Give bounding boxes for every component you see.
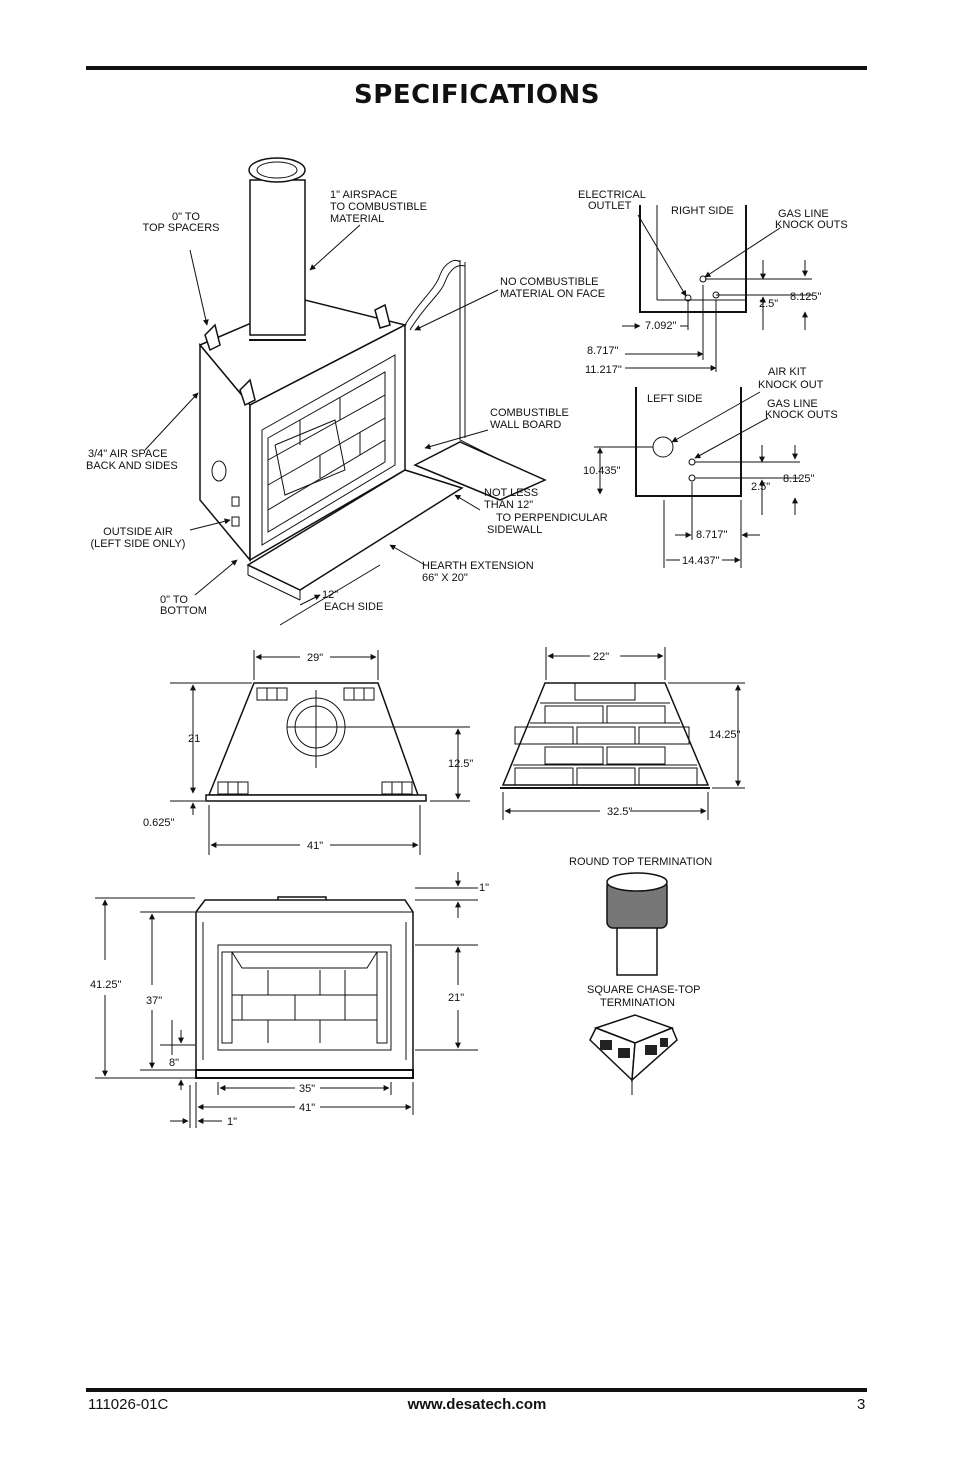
left-dim-8717: 8.717" (696, 529, 728, 541)
right-side-title: RIGHT SIDE (671, 205, 734, 217)
front-dim-35: 35" (299, 1083, 315, 1095)
front-view-labels: 41.25" 37" 8" 1" 21" 35" 41" 1" (90, 882, 489, 1128)
front-dim-1-side: 1" (227, 1116, 237, 1128)
air-kit-2: KNOCK OUT (758, 379, 824, 391)
vent-slots (217, 687, 413, 795)
bottom-rule (86, 1388, 867, 1392)
firebox-dim-1425: 14.25" (709, 729, 741, 741)
front-dim-4125: 41.25" (90, 979, 122, 991)
callout-hearth-1: HEARTH EXTENSION (422, 560, 534, 572)
callout-airspace-2: TO COMBUSTIBLE (330, 201, 427, 213)
firebox-dim-325: 32.5" (607, 806, 632, 818)
left-side-view (594, 387, 800, 568)
front-bricks (232, 970, 377, 1043)
square-top-termination-label-2: TERMINATION (600, 997, 675, 1009)
website-link[interactable]: www.desatech.com (407, 1396, 547, 1413)
callout-bottom-1: 0" TO (160, 594, 188, 606)
top-dim-0625: 0.625" (143, 817, 175, 829)
top-dim-29: 29" (307, 652, 323, 664)
front-dim-37: 37" (146, 995, 162, 1007)
square-top-termination (589, 1014, 678, 1095)
callout-top-spacers-1: 0" TO (172, 211, 200, 223)
round-top-termination-label: ROUND TOP TERMINATION (569, 856, 712, 868)
callout-hearth-2: 66" X 20" (422, 572, 468, 584)
left-dim-14437: 14.437" (682, 555, 720, 567)
left-dim-10435: 10.435" (583, 465, 621, 477)
front-dim-21: 21" (448, 992, 464, 1004)
callout-outside-air-1: OUTSIDE AIR (103, 526, 173, 538)
front-dim-1-top: 1" (479, 882, 489, 894)
square-top-termination-label-1: SQUARE CHASE-TOP (587, 984, 701, 996)
top-view (170, 650, 470, 855)
callout-not-less-2: THAN 12" (484, 499, 533, 511)
right-dim-7092: 7.092" (645, 320, 677, 332)
front-dim-8: 8" (169, 1057, 179, 1069)
top-rule (86, 66, 867, 70)
fireplace-callout-labels: 0" TO TOP SPACERS 1" AIRSPACE TO COMBUST… (86, 189, 608, 617)
document-number: 111026-01C (88, 1396, 169, 1413)
right-dim-25: 2.5" (759, 298, 778, 310)
left-side-labels: LEFT SIDE AIR KIT KNOCK OUT GAS LINE KNO… (583, 366, 838, 567)
page-title: SPECIFICATIONS (354, 80, 600, 110)
page-number: 3 (857, 1396, 866, 1413)
top-dim-21: 21 (188, 733, 200, 745)
right-gas-line-2: KNOCK OUTS (775, 219, 848, 231)
callout-airspace-1: 1" AIRSPACE (330, 189, 397, 201)
callout-not-less-1: NOT LESS (484, 487, 538, 499)
top-dim-41: 41" (307, 840, 323, 852)
electrical-outlet-1: ELECTRICAL (578, 189, 646, 201)
left-gas-line-1: GAS LINE (767, 398, 818, 410)
right-side-labels: RIGHT SIDE ELECTRICAL OUTLET GAS LINE KN… (578, 189, 848, 376)
callout-each-side-1: 12" (322, 589, 338, 601)
top-view-labels: 29" 21 12.5" 0.625" 41" (143, 652, 473, 852)
left-side-title: LEFT SIDE (647, 393, 702, 405)
termination-labels: ROUND TOP TERMINATION SQUARE CHASE-TOP T… (569, 856, 712, 1009)
left-dim-8125: 8.125" (783, 473, 815, 485)
callout-bottom-2: BOTTOM (160, 605, 207, 617)
callout-airspace-3: MATERIAL (330, 213, 384, 225)
right-side-view (622, 205, 812, 372)
front-view (95, 872, 478, 1128)
round-top-termination (606, 872, 668, 976)
right-gas-line-1: GAS LINE (778, 208, 829, 220)
callout-combustible-wall-2: WALL BOARD (490, 419, 561, 431)
front-dim-41: 41" (299, 1102, 315, 1114)
callout-air-space-back-2: BACK AND SIDES (86, 460, 178, 472)
firebox-bricks (513, 682, 698, 786)
callout-not-less-3: TO PERPENDICULAR (496, 512, 608, 524)
left-gas-line-2: KNOCK OUTS (765, 409, 838, 421)
right-dim-11217: 11.217" (585, 364, 622, 376)
left-dim-25: 2.5" (751, 481, 770, 493)
callout-air-space-back-1: 3/4" AIR SPACE (88, 448, 168, 460)
firebox-view (500, 647, 745, 820)
callout-top-spacers-2: TOP SPACERS (142, 222, 219, 234)
right-dim-8125: 8.125" (790, 291, 822, 303)
electrical-outlet-2: OUTLET (588, 200, 632, 212)
firebox-dim-22: 22" (593, 651, 609, 663)
air-kit-1: AIR KIT (768, 366, 807, 378)
callout-no-combustible-1: NO COMBUSTIBLE (500, 276, 598, 288)
callout-no-combustible-2: MATERIAL ON FACE (500, 288, 605, 300)
top-dim-125: 12.5" (448, 758, 473, 770)
firebox-labels: 22" 14.25" 32.5" (593, 651, 741, 818)
callout-not-less-4: SIDEWALL (487, 524, 542, 536)
right-dim-8717: 8.717" (587, 345, 619, 357)
fireplace-isometric (144, 157, 547, 626)
callout-each-side-2: EACH SIDE (324, 601, 383, 613)
callout-combustible-wall-1: COMBUSTIBLE (490, 407, 569, 419)
callout-outside-air-2: (LEFT SIDE ONLY) (91, 538, 186, 550)
